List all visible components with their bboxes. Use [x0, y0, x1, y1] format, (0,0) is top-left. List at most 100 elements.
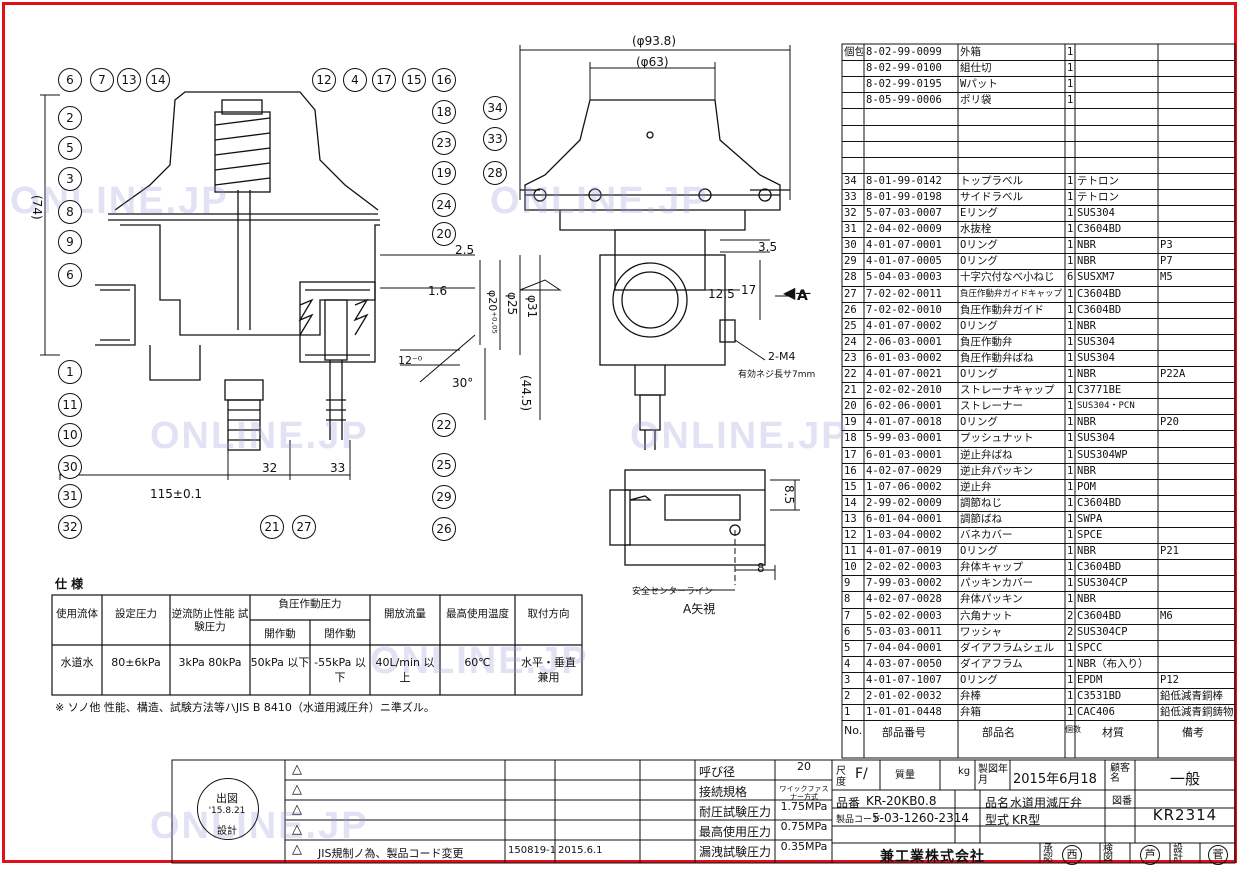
parts-cell: C3604BD [1077, 223, 1122, 236]
parts-cell: 4-01-07-0018 [866, 416, 942, 429]
revision-mark-icon: △ [292, 782, 302, 797]
parts-list-grid [841, 43, 1236, 759]
parts-cell: Oリング [960, 239, 998, 252]
type-label: 型式 [985, 813, 1010, 827]
parts-cell [1160, 640, 1234, 656]
dimension-label: 2.5 [455, 243, 475, 257]
spec-cell: 80±6kPa [111, 656, 161, 669]
parts-cell: 個包 [844, 46, 863, 58]
callout-bubble: 6 [58, 68, 82, 92]
parts-cell: 4-01-07-0005 [866, 255, 942, 268]
parts-cell: 7-99-03-0002 [866, 577, 942, 590]
parts-cell: 1/15 [1067, 62, 1074, 75]
parts-cell: SUS304CP [1077, 577, 1128, 590]
parts-cell: 1 [1067, 448, 1074, 461]
parts-cell [1160, 205, 1234, 221]
stamp-role: 設計 [217, 826, 237, 837]
row-divider [842, 494, 1235, 496]
parts-cell: 5-03-03-0011 [866, 625, 942, 638]
scale-label: 尺度 [836, 766, 846, 788]
row-divider [842, 462, 1235, 464]
parts-cell: ポリ袋 [960, 94, 992, 107]
spec-label: 接続規格 [699, 785, 748, 799]
row-divider [842, 543, 1235, 545]
parts-cell [1160, 221, 1234, 237]
parts-cell: トップラベル [960, 174, 1023, 187]
parts-cell: 1 [1067, 174, 1074, 187]
spec-note: ※ ソノ他 性能、構造、試験方法等ハJIS B 8410（水道用減圧弁）ニ準ズル… [55, 701, 435, 714]
row-divider [842, 639, 1235, 641]
spec-label: 最高使用圧力 [699, 825, 772, 839]
callout-bubble: 20 [432, 222, 456, 246]
dimension-label: 3.5 [758, 240, 778, 254]
parts-cell: 8-02-99-0195 [866, 78, 942, 91]
parts-cell: C3531BD [1077, 690, 1122, 702]
parts-cell: 30 [844, 239, 857, 252]
parts-cell: 10 [844, 561, 857, 574]
parts-cell: 逆止弁パッキン [960, 464, 1034, 477]
parts-cell: 17 [844, 448, 857, 461]
spec-header: 使用流体 [56, 608, 98, 620]
parts-cell: P7 [1160, 255, 1173, 268]
row-divider [842, 398, 1235, 400]
row-divider [842, 285, 1235, 287]
parts-cell [844, 76, 863, 92]
dimension-label: 12.5 [708, 287, 735, 301]
callout-bubble: 21 [260, 515, 284, 539]
row-divider [842, 205, 1235, 206]
parts-cell: 24 [844, 335, 857, 348]
parts-cell: 1 [1067, 303, 1074, 316]
row-divider [842, 366, 1235, 367]
parts-cell: 33 [844, 190, 857, 203]
parts-cell [1160, 173, 1234, 189]
callout-bubble: 12 [312, 68, 336, 92]
spec-subheader: 閉作動 [324, 628, 356, 640]
callout-bubble: 4 [343, 68, 367, 92]
date-label: 製図年月 [978, 764, 1008, 786]
parts-cell: SUS304WP [1077, 448, 1128, 461]
dimension-label: 安全センターライン [632, 587, 714, 597]
parts-cell: 4-01-07-0001 [866, 239, 942, 252]
section-view [40, 91, 562, 480]
row-divider [842, 559, 1235, 561]
parts-cell [1160, 318, 1234, 334]
callout-bubble: 3 [58, 167, 82, 191]
row-divider [842, 76, 1235, 78]
parts-header: 部品番号 [882, 726, 926, 740]
parts-cell [1160, 189, 1234, 205]
parts-cell: 23 [844, 351, 857, 364]
product-name-label: 品名 [985, 796, 1010, 810]
parts-cell: P12 [1160, 673, 1179, 686]
parts-cell: SPCC [1077, 641, 1103, 654]
scale-value: F/ [855, 766, 868, 782]
parts-cell [1160, 656, 1234, 672]
callout-bubble: 11 [58, 393, 82, 417]
parts-cell: 1 [1067, 384, 1074, 397]
parts-cell: C3604BD [1077, 287, 1122, 300]
parts-cell: 1 [1067, 706, 1074, 719]
parts-cell: 4-01-07-1007 [866, 673, 942, 686]
view-arrow-icon: ◀— [783, 283, 812, 302]
callout-bubble: 24 [432, 193, 456, 217]
parts-cell: EPDM [1077, 673, 1103, 686]
spec-title: 仕 様 [55, 577, 84, 591]
callout-bubble: 27 [292, 515, 316, 539]
parts-header: 個数 [1065, 725, 1081, 735]
spec-cell: 50kPa 以下 [250, 656, 310, 669]
parts-cell [1077, 76, 1157, 92]
parts-cell: 1 [1067, 255, 1074, 268]
parts-cell: P22A [1160, 368, 1186, 380]
row-divider [842, 527, 1235, 528]
parts-cell: P3 [1160, 239, 1173, 252]
parts-cell [1160, 382, 1234, 398]
parts-cell: ワッシャ [960, 625, 1002, 638]
parts-cell: NBR [1077, 464, 1096, 477]
parts-cell: 3 [844, 673, 851, 686]
mass-label: 質量 [895, 770, 915, 781]
front-view [519, 45, 795, 450]
parts-cell: 1 [1067, 641, 1074, 654]
parts-cell: 2-02-02-0003 [866, 561, 942, 574]
revision-code: 150819-1 [508, 845, 557, 856]
dimension-label: 1.6 [428, 284, 448, 298]
